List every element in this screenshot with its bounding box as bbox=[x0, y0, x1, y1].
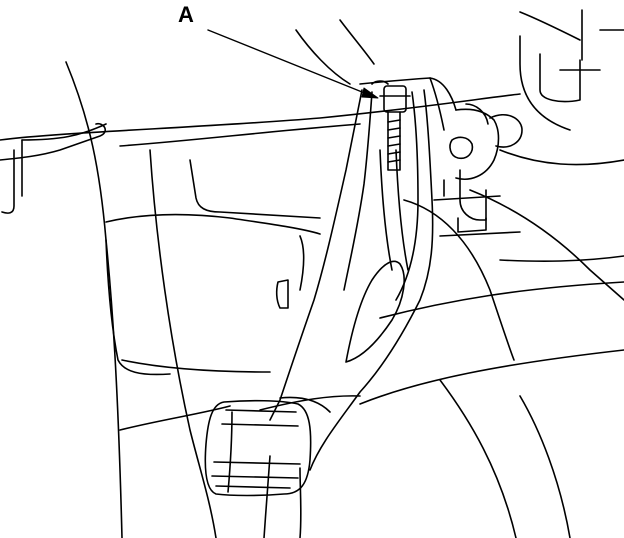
brake-pedal-arm bbox=[270, 90, 433, 470]
adjusting-bolt bbox=[372, 81, 410, 170]
pivot-bracket bbox=[360, 78, 522, 236]
background-structure bbox=[0, 10, 624, 538]
callout-label-a: A bbox=[178, 2, 194, 27]
pedal-pad bbox=[205, 401, 310, 496]
callout-leader bbox=[208, 30, 378, 98]
